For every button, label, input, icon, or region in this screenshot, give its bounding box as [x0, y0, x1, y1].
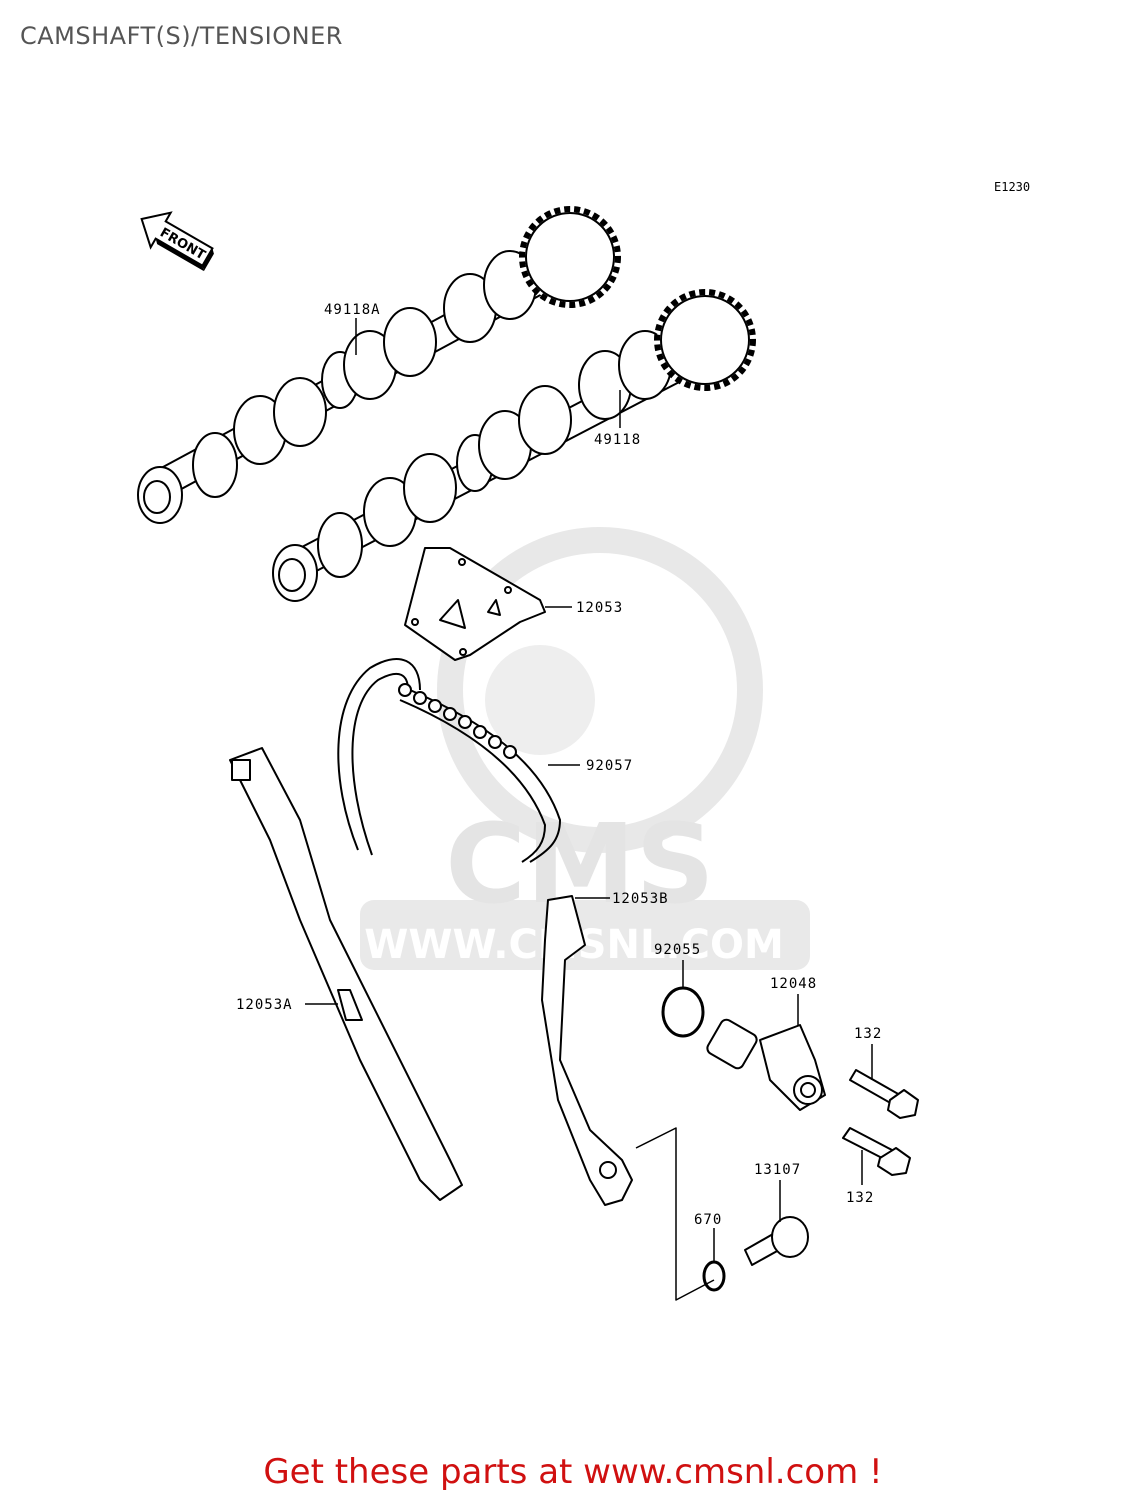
o-ring-small [702, 1260, 726, 1292]
callout-12053b: 12053B [612, 891, 669, 907]
callout-49118: 49118 [594, 432, 641, 448]
footer-text[interactable]: Get these parts at www.cmsnl.com ! [263, 1452, 883, 1492]
chain-tensioner [706, 1018, 826, 1111]
callout-132-upper: 132 [854, 1026, 882, 1042]
bolt-lower [842, 1127, 911, 1176]
cap-bolt [744, 1216, 809, 1266]
callout-92057: 92057 [586, 758, 633, 774]
camshaft-intake [137, 206, 621, 524]
callout-670: 670 [694, 1212, 722, 1228]
o-ring-large [661, 986, 705, 1038]
diagram-code: E1230 [994, 180, 1031, 194]
chain-guide-upper [404, 547, 546, 661]
footer-link[interactable]: Get these parts at www.cmsnl.com ! [0, 1452, 1146, 1492]
parts-diagram: CMS WWW.CMSNL.COM FRONT [137, 206, 919, 1301]
front-arrow-icon: FRONT [140, 211, 214, 272]
cam-chain [337, 658, 561, 863]
callout-13107: 13107 [754, 1162, 801, 1178]
leader-lines [305, 318, 873, 1262]
chain-guide-tensioner [541, 895, 633, 1206]
callout-49118a: 49118A [324, 302, 381, 318]
callout-12053a: 12053A [236, 997, 293, 1013]
chain-guide-rear [229, 747, 463, 1201]
callout-12053: 12053 [576, 600, 623, 616]
callout-92055: 92055 [654, 942, 701, 958]
bolt-upper [849, 1069, 919, 1119]
callout-132-lower: 132 [846, 1190, 874, 1206]
callout-12048: 12048 [770, 976, 817, 992]
bracket-line [635, 1127, 715, 1301]
watermark-logo: CMS [445, 800, 714, 928]
camshaft-exhaust [272, 289, 756, 602]
page-title: CAMSHAFT(S)/TENSIONER [20, 22, 343, 50]
